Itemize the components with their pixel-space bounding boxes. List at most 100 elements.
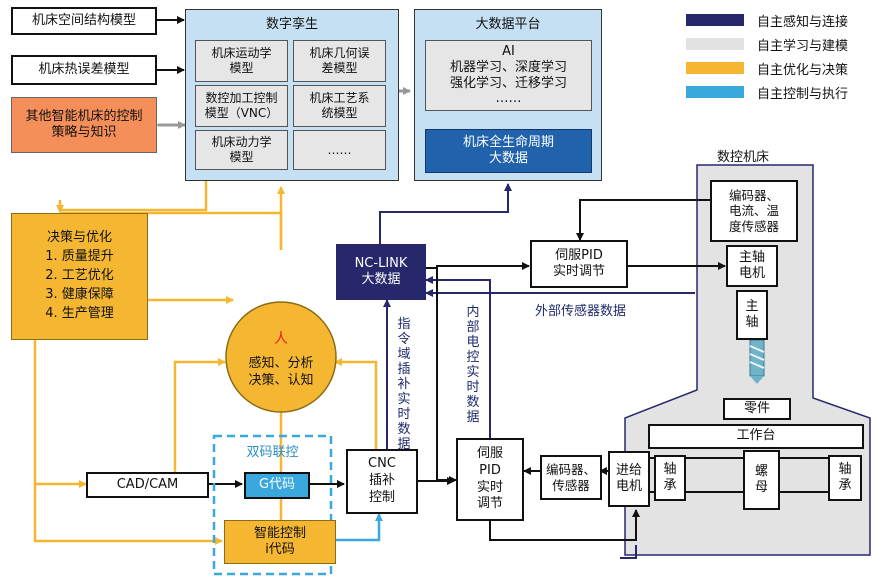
kinematic-model-box: 机床运动学模型 [195, 40, 288, 82]
legend-label-learning: 自主学习与建模 [757, 39, 849, 54]
ai-rl-tl-label: 强化学习、迁移学习 [449, 75, 567, 91]
more-models-box: …… [293, 130, 386, 170]
nclink-box: NC-LINK 大数据 [336, 244, 426, 300]
lifecycle-line2: 大数据 [488, 151, 528, 166]
human-line2: 决策、认知 [248, 373, 314, 389]
feed-encoder-line2: 传感器 [552, 477, 590, 493]
spindle-motor-box: 主轴 电机 [726, 245, 778, 287]
spindle-sensor-box: 编码器、 电流、温 度传感器 [710, 180, 798, 242]
servo-top-line2: 实时调节 [552, 264, 605, 279]
thermal-model-box: 机床热误差模型 [11, 55, 157, 85]
bearing-right-box: 轴 承 [828, 455, 862, 501]
cadcam-label: CAD/CAM [116, 476, 179, 492]
bearing-left-line1: 轴 [663, 461, 677, 477]
spindle-sensor-line2: 电流、温 [728, 203, 779, 219]
gcode-label: G代码 [258, 477, 296, 493]
cnc-line2: 插补 [368, 473, 395, 489]
bearing-right-line2: 承 [838, 478, 852, 493]
spindle-motor-line2: 电机 [738, 266, 765, 281]
nc-model-box: 数控加工控制模型（VNC） [195, 85, 288, 127]
dual-code-frame [212, 434, 333, 576]
digital-twin-title: 数字孪生 [265, 17, 318, 32]
spindle-box: 主 轴 [736, 290, 768, 340]
bearing-left-line2: 承 [663, 478, 677, 493]
servo-bottom-line3: 实时 [476, 479, 503, 495]
servo-bottom-line4: 调节 [476, 496, 503, 512]
gcode-box: G代码 [244, 472, 310, 499]
legend-label-perception: 自主感知与连接 [757, 15, 849, 30]
big-data-title: 大数据平台 [475, 17, 541, 32]
ai-label: AI [502, 44, 515, 60]
decision-item-quality: 1. 质量提升 [45, 249, 114, 265]
icode-box: 智能控制 i代码 [224, 520, 336, 564]
feed-encoder-box: 编码器、 传感器 [540, 455, 602, 500]
strategy-box: 其他智能机床的控制策略与知识 [11, 97, 157, 153]
servo-pid-top-box: 伺服PID 实时调节 [530, 240, 628, 288]
worktable-label: 工作台 [736, 428, 776, 444]
geometric-model-box: 机床几何误差模型 [293, 40, 386, 82]
dynamic-model-label: 机床动力学模型 [211, 135, 272, 164]
feed-motor-box: 进给 电机 [608, 451, 650, 507]
legend-swatch-optimization [686, 62, 744, 74]
thermal-model-label: 机床热误差模型 [38, 61, 130, 77]
nc-model-label: 数控加工控制模型（VNC） [204, 91, 279, 120]
cnc-box: CNC 插补 控制 [346, 449, 418, 514]
human-circle [225, 301, 337, 413]
feed-encoder-line1: 编码器、 [545, 461, 596, 477]
worktable-box: 工作台 [648, 424, 864, 449]
ai-ml-dl-label: 机器学习、深度学习 [449, 59, 567, 75]
icode-line1: 智能控制 [253, 525, 306, 541]
bearing-left-box: 轴 承 [654, 455, 686, 501]
process-model-box: 机床工艺系统模型 [293, 85, 386, 127]
cnc-line3: 控制 [368, 489, 395, 505]
servo-top-line1: 伺服PID [555, 247, 603, 263]
lifecycle-line1: 机床全生命周期 [462, 134, 554, 150]
legend-label-control: 自主控制与执行 [757, 87, 849, 102]
ai-more-label: …… [495, 91, 522, 107]
process-model-label: 机床工艺系统模型 [309, 91, 370, 120]
nut-box: 螺 母 [743, 450, 780, 510]
nclink-line1: NC-LINK [354, 255, 408, 271]
feed-motor-line1: 进给 [615, 462, 642, 478]
internal-control-data-label: 内部电控实时数据 [466, 305, 480, 425]
dynamic-model-box: 机床动力学模型 [195, 130, 288, 170]
command-domain-data-label: 指令域插补实时数据 [397, 317, 411, 452]
lifecycle-data-box: 机床全生命周期 大数据 [425, 129, 592, 173]
icode-line2: i代码 [265, 542, 295, 557]
decision-item-production: 4. 生产管理 [45, 305, 114, 321]
nut-line2: 母 [754, 480, 768, 495]
geometric-model-label: 机床几何误差模型 [309, 46, 370, 75]
human-line1: 感知、分析 [248, 355, 314, 371]
spatial-model-label: 机床空间结构模型 [31, 12, 136, 28]
decision-item-process: 2. 工艺优化 [45, 268, 114, 284]
cadcam-box: CAD/CAM [86, 472, 209, 498]
legend-swatch-learning [686, 38, 744, 50]
decision-item-health: 3. 健康保障 [45, 286, 114, 302]
decision-title: 决策与优化 [46, 230, 112, 246]
spindle-line1: 主 [745, 298, 759, 314]
part-box: 零件 [723, 398, 791, 420]
nclink-line2: 大数据 [361, 272, 401, 287]
decision-box: 决策与优化 1. 质量提升 2. 工艺优化 3. 健康保障 4. 生产管理 [11, 213, 148, 340]
ai-box: AI 机器学习、深度学习 强化学习、迁移学习 …… [425, 40, 592, 111]
spindle-sensor-line1: 编码器、 [728, 187, 779, 203]
more-models-label: …… [327, 142, 352, 157]
cnc-line1: CNC [368, 456, 396, 472]
human-content: 人 感知、分析 决策、认知 [226, 315, 336, 405]
drill-bit [749, 339, 765, 384]
servo-pid-bottom-box: 伺服 PID 实时 调节 [456, 438, 524, 521]
legend-swatch-control [686, 86, 744, 98]
machine-label: 数控机床 [717, 150, 770, 165]
human-title: 人 [274, 331, 288, 347]
spindle-motor-line1: 主轴 [738, 249, 765, 265]
kinematic-model-label: 机床运动学模型 [211, 46, 272, 75]
external-sensor-data-label: 外部传感器数据 [535, 304, 627, 319]
legend-swatch-perception [686, 14, 744, 26]
part-label: 零件 [743, 400, 770, 416]
nut-line1: 螺 [754, 463, 768, 479]
spatial-model-box: 机床空间结构模型 [11, 7, 157, 35]
dual-code-label: 双码联控 [246, 445, 299, 460]
spindle-sensor-line3: 度传感器 [728, 218, 779, 234]
bearing-right-line1: 轴 [838, 461, 852, 477]
